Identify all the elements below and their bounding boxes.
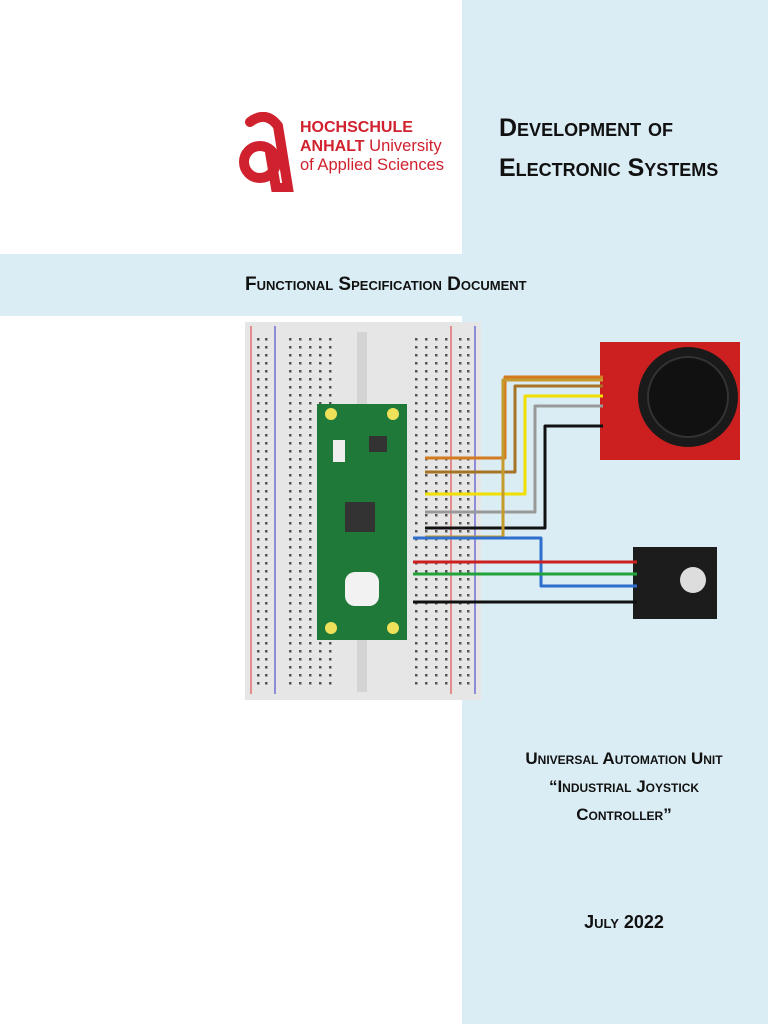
title-line2: Electronic Systems	[499, 154, 719, 182]
logo-line1: HOCHSCHULE	[300, 119, 413, 136]
subtitle-band	[0, 254, 768, 316]
logo-line2-rest: University	[364, 137, 442, 155]
document-subtitle: Functional Specification Document	[245, 274, 527, 295]
logo-line2-bold: ANHALT	[300, 138, 365, 155]
logo-mark-icon	[239, 111, 294, 193]
logo-line3: of Applied Sciences	[300, 156, 445, 174]
breadboard-wiring-illustration	[245, 322, 740, 700]
unit-title: Universal Automation Unit “Industrial Jo…	[480, 745, 768, 829]
unit-line3: Controller”	[576, 805, 672, 824]
unit-line2: “Industrial Joystick	[548, 777, 700, 796]
circuit-diagram	[245, 322, 740, 700]
document-title: Development of Electronic Systems	[499, 108, 764, 188]
unit-line1: Universal Automation Unit	[525, 749, 723, 768]
document-date: July 2022	[584, 912, 664, 932]
university-logo: HOCHSCHULE ANHALT University of Applied …	[236, 111, 466, 193]
title-line1: Development of	[499, 114, 674, 142]
logo-text: HOCHSCHULE ANHALT University of Applied …	[300, 118, 444, 175]
